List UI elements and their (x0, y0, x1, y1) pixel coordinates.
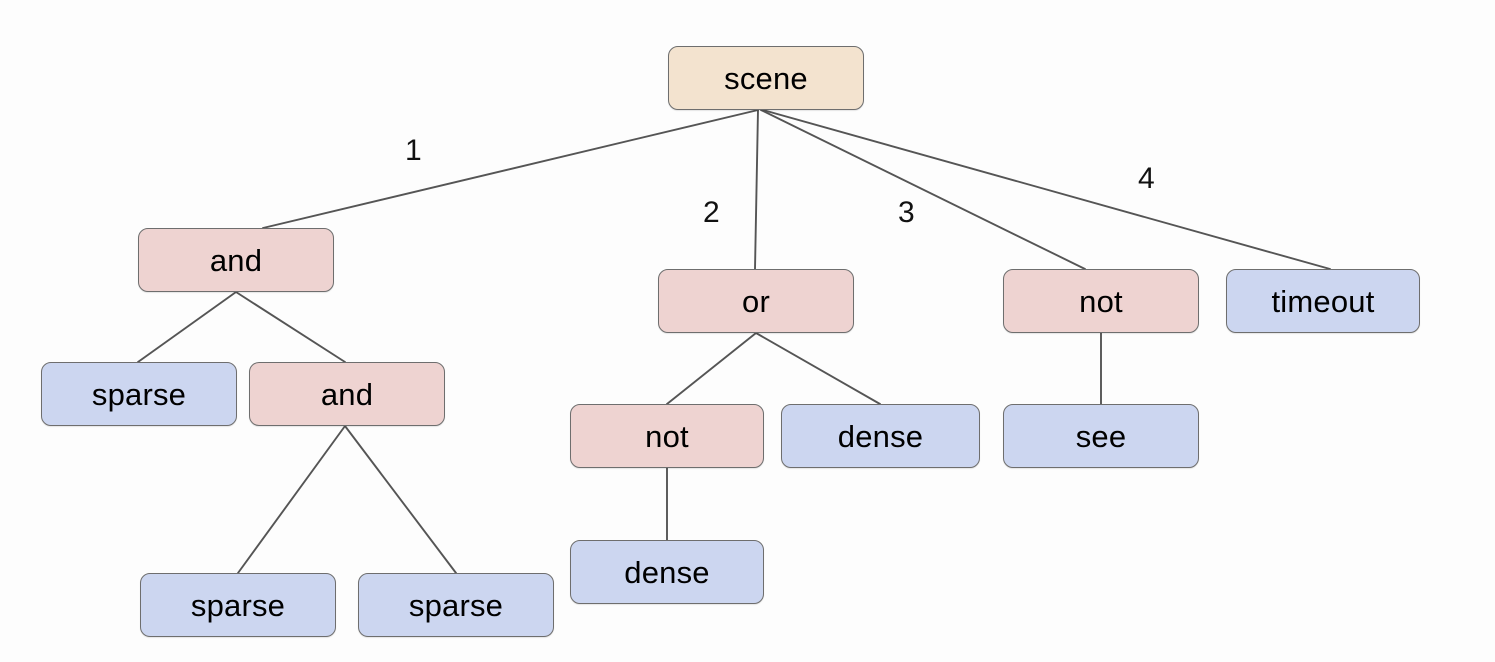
tree-node-or1[interactable]: or (658, 269, 854, 333)
tree-node-and2[interactable]: and (249, 362, 445, 426)
tree-edge (760, 109, 1086, 270)
tree-node-scene[interactable]: scene (668, 46, 864, 110)
edge-label: 4 (1138, 162, 1155, 195)
tree-node-see1[interactable]: see (1003, 404, 1199, 468)
tree-node-sparse2[interactable]: sparse (140, 573, 336, 637)
tree-node-not1[interactable]: not (570, 404, 764, 468)
tree-node-timeout1[interactable]: timeout (1226, 269, 1420, 333)
tree-node-dense2[interactable]: dense (570, 540, 764, 604)
tree-edge (754, 109, 759, 270)
tree-edge (237, 425, 346, 574)
tree-edge (262, 109, 759, 229)
tree-node-and1[interactable]: and (138, 228, 334, 292)
tree-edge (137, 291, 237, 363)
tree-edge (762, 109, 1331, 270)
tree-edge (235, 291, 346, 363)
tree-edge (666, 332, 757, 405)
edge-label: 1 (405, 134, 422, 167)
edge-label: 2 (703, 196, 720, 229)
tree-node-dense1[interactable]: dense (781, 404, 980, 468)
edge-label: 3 (898, 196, 915, 229)
tree-edge (755, 332, 881, 405)
tree-node-sparse3[interactable]: sparse (358, 573, 554, 637)
tree-edge (344, 425, 457, 574)
tree-node-sparse1[interactable]: sparse (41, 362, 237, 426)
tree-node-not2[interactable]: not (1003, 269, 1199, 333)
